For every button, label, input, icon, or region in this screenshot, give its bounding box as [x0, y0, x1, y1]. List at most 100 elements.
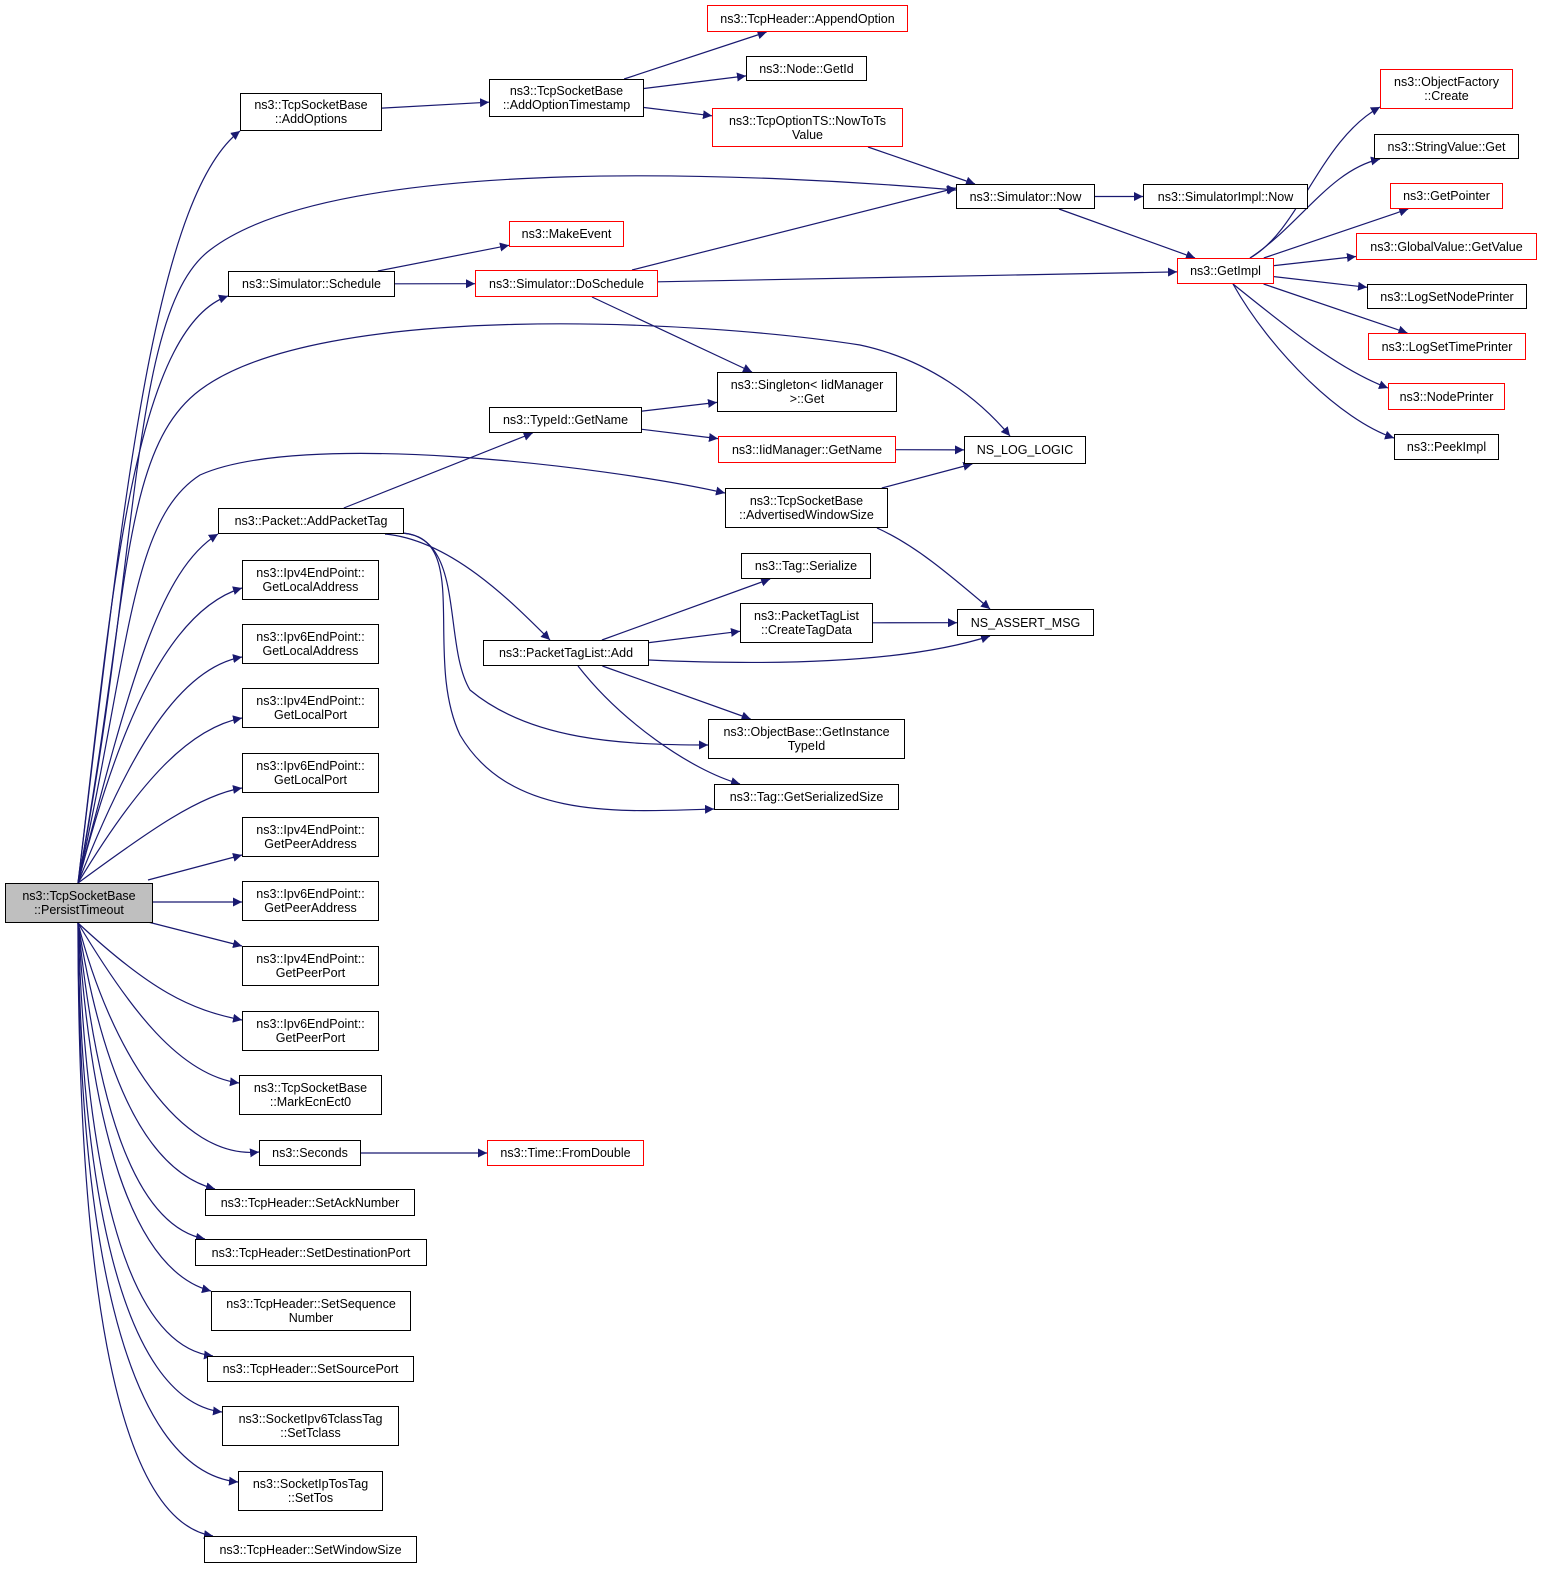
node-iidGetName[interactable]: ns3::IidManager::GetName	[718, 436, 896, 463]
node-objFactoryCreate[interactable]: ns3::ObjectFactory ::Create	[1380, 69, 1513, 109]
node-packetTagListAdd[interactable]: ns3::PacketTagList::Add	[483, 640, 649, 666]
node-setWindowSize[interactable]: ns3::TcpHeader::SetWindowSize	[204, 1536, 417, 1563]
edge-packetTagListAdd-to-getInstanceTypeId	[602, 665, 751, 721]
node-advertisedWindowSize[interactable]: ns3::TcpSocketBase ::AdvertisedWindowSiz…	[725, 488, 888, 528]
node-nowToTsValue[interactable]: ns3::TcpOptionTS::NowToTs Value	[712, 108, 903, 147]
edge-root-to-addPacketTag	[77, 533, 219, 884]
edge-addOptionTimestamp-to-appendOption	[623, 30, 767, 80]
node-ipv6PeerAddress[interactable]: ns3::Ipv6EndPoint:: GetPeerAddress	[242, 881, 379, 921]
node-appendOption[interactable]: ns3::TcpHeader::AppendOption	[707, 5, 908, 32]
node-simImplNow[interactable]: ns3::SimulatorImpl::Now	[1143, 184, 1308, 209]
node-getInstanceTypeId[interactable]: ns3::ObjectBase::GetInstance TypeId	[708, 719, 905, 759]
edge-getImpl-to-getPointer	[1263, 207, 1409, 259]
edge-root-to-ipv4PeerPort	[147, 921, 243, 949]
node-setTclass[interactable]: ns3::SocketIpv6TclassTag ::SetTclass	[222, 1406, 399, 1446]
node-seconds[interactable]: ns3::Seconds	[259, 1140, 361, 1166]
node-makeEvent[interactable]: ns3::MakeEvent	[509, 221, 624, 247]
node-simSchedule[interactable]: ns3::Simulator::Schedule	[228, 271, 395, 297]
edge-root-to-ipv6LocalPort	[77, 785, 243, 884]
node-logSetNodePrinter[interactable]: ns3::LogSetNodePrinter	[1367, 284, 1527, 309]
edge-root-to-simSchedule	[77, 294, 229, 884]
edge-addPacketTag-to-packetTagListAdd	[384, 533, 551, 641]
edge-root-to-advertisedWindowSize	[77, 452, 726, 884]
edge-root-to-ipv4LocalAddress	[77, 586, 243, 884]
edge-typeIdGetName-to-singletonGet	[641, 398, 718, 412]
node-ipv6PeerPort[interactable]: ns3::Ipv6EndPoint:: GetPeerPort	[242, 1011, 379, 1051]
node-getImpl[interactable]: ns3::GetImpl	[1177, 258, 1274, 284]
node-globalValueGetValue[interactable]: ns3::GlobalValue::GetValue	[1356, 233, 1537, 260]
edge-root-to-setWindowSize	[77, 922, 214, 1540]
edge-addPacketTag-to-getInstanceTypeId	[384, 532, 709, 750]
node-createTagData[interactable]: ns3::PacketTagList ::CreateTagData	[740, 603, 873, 643]
edge-getImpl-to-globalValueGetValue	[1273, 253, 1357, 267]
edge-packetTagListAdd-to-createTagData	[648, 627, 741, 644]
edge-advertisedWindowSize-to-nsAssertMsg	[876, 527, 991, 610]
node-timeFromDouble[interactable]: ns3::Time::FromDouble	[487, 1140, 644, 1166]
edge-packetTagListAdd-to-tagSerialize	[601, 577, 771, 641]
edge-doSchedule-to-getImpl	[657, 267, 1178, 283]
edge-addOptionTimestamp-to-nodeGetId	[643, 72, 747, 90]
edge-simSchedule-to-makeEvent	[377, 242, 510, 272]
node-doSchedule[interactable]: ns3::Simulator::DoSchedule	[475, 270, 658, 297]
node-markEcnEct0[interactable]: ns3::TcpSocketBase ::MarkEcnEct0	[239, 1075, 382, 1115]
edge-root-to-setDestinationPort	[77, 922, 206, 1242]
node-addPacketTag[interactable]: ns3::Packet::AddPacketTag	[218, 508, 404, 534]
edge-getImpl-to-logSetNodePrinter	[1273, 276, 1368, 291]
edge-root-to-ipv4PeerAddress	[147, 852, 243, 881]
node-ipv6LocalPort[interactable]: ns3::Ipv6EndPoint:: GetLocalPort	[242, 753, 379, 793]
node-getSerializedSize[interactable]: ns3::Tag::GetSerializedSize	[714, 784, 899, 810]
edge-addPacketTag-to-getSerializedSize	[384, 532, 715, 814]
node-stringValueGet[interactable]: ns3::StringValue::Get	[1374, 134, 1519, 159]
edge-nowToTsValue-to-simNow	[867, 146, 976, 186]
node-setSequenceNumber[interactable]: ns3::TcpHeader::SetSequence Number	[211, 1291, 411, 1331]
edge-root-to-setAckNumber	[77, 922, 216, 1192]
node-addOptionTimestamp[interactable]: ns3::TcpSocketBase ::AddOptionTimestamp	[489, 79, 644, 117]
node-peekImpl[interactable]: ns3::PeekImpl	[1394, 434, 1499, 460]
node-setAckNumber[interactable]: ns3::TcpHeader::SetAckNumber	[205, 1189, 415, 1216]
edge-simNow-to-getImpl	[1058, 208, 1196, 260]
edge-getImpl-to-nodePrinter	[1232, 283, 1389, 390]
edge-advertisedWindowSize-to-nsLogLogic	[881, 461, 973, 489]
node-getPointer[interactable]: ns3::GetPointer	[1390, 183, 1503, 209]
node-logSetTimePrinter[interactable]: ns3::LogSetTimePrinter	[1368, 333, 1526, 360]
node-nodePrinter[interactable]: ns3::NodePrinter	[1388, 383, 1505, 410]
node-ipv6LocalAddress[interactable]: ns3::Ipv6EndPoint:: GetLocalAddress	[242, 624, 379, 664]
edge-addOptions-to-addOptionTimestamp	[381, 98, 490, 109]
node-setSourcePort[interactable]: ns3::TcpHeader::SetSourcePort	[207, 1356, 414, 1382]
node-ipv4LocalPort[interactable]: ns3::Ipv4EndPoint:: GetLocalPort	[242, 688, 379, 728]
edge-root-to-setSourcePort	[77, 922, 214, 1360]
edge-doSchedule-to-simNow	[631, 185, 957, 271]
node-simNow[interactable]: ns3::Simulator::Now	[956, 184, 1095, 209]
edge-root-to-ipv6LocalAddress	[77, 654, 243, 884]
node-ipv4LocalAddress[interactable]: ns3::Ipv4EndPoint:: GetLocalAddress	[242, 560, 379, 600]
node-ipv4PeerAddress[interactable]: ns3::Ipv4EndPoint:: GetPeerAddress	[242, 817, 379, 857]
edge-root-to-setTos	[77, 922, 239, 1486]
edge-doSchedule-to-singletonGet	[591, 296, 753, 373]
node-setDestinationPort[interactable]: ns3::TcpHeader::SetDestinationPort	[195, 1239, 427, 1266]
edge-root-to-setSequenceNumber	[77, 922, 212, 1294]
edge-root-to-ipv4LocalPort	[77, 715, 243, 884]
edge-getImpl-to-stringValueGet	[1249, 156, 1381, 259]
edge-root-to-simNow	[77, 175, 957, 884]
node-singletonGet[interactable]: ns3::Singleton< IidManager >::Get	[717, 372, 897, 412]
edge-root-to-nsLogLogic	[77, 323, 1011, 884]
node-nsAssertMsg[interactable]: NS_ASSERT_MSG	[957, 609, 1094, 636]
node-typeIdGetName[interactable]: ns3::TypeId::GetName	[489, 407, 642, 433]
node-root[interactable]: ns3::TcpSocketBase ::PersistTimeout	[5, 883, 153, 923]
node-nsLogLogic[interactable]: NS_LOG_LOGIC	[964, 436, 1086, 464]
edge-packetTagListAdd-to-nsAssertMsg	[648, 634, 991, 664]
node-ipv4PeerPort[interactable]: ns3::Ipv4EndPoint:: GetPeerPort	[242, 946, 379, 986]
node-addOptions[interactable]: ns3::TcpSocketBase ::AddOptions	[240, 93, 382, 131]
node-tagSerialize[interactable]: ns3::Tag::Serialize	[741, 553, 871, 579]
edge-root-to-ipv6PeerPort	[77, 922, 243, 1023]
edge-typeIdGetName-to-iidGetName	[641, 428, 719, 442]
edge-getImpl-to-peekImpl	[1232, 283, 1395, 440]
node-nodeGetId[interactable]: ns3::Node::GetId	[746, 56, 867, 81]
node-setTos[interactable]: ns3::SocketIpTosTag ::SetTos	[238, 1471, 383, 1511]
edge-root-to-setTclass	[77, 922, 223, 1416]
edge-addOptionTimestamp-to-nowToTsValue	[643, 106, 713, 120]
edge-packetTagListAdd-to-getSerializedSize	[577, 665, 741, 786]
edge-getImpl-to-logSetTimePrinter	[1263, 283, 1408, 335]
